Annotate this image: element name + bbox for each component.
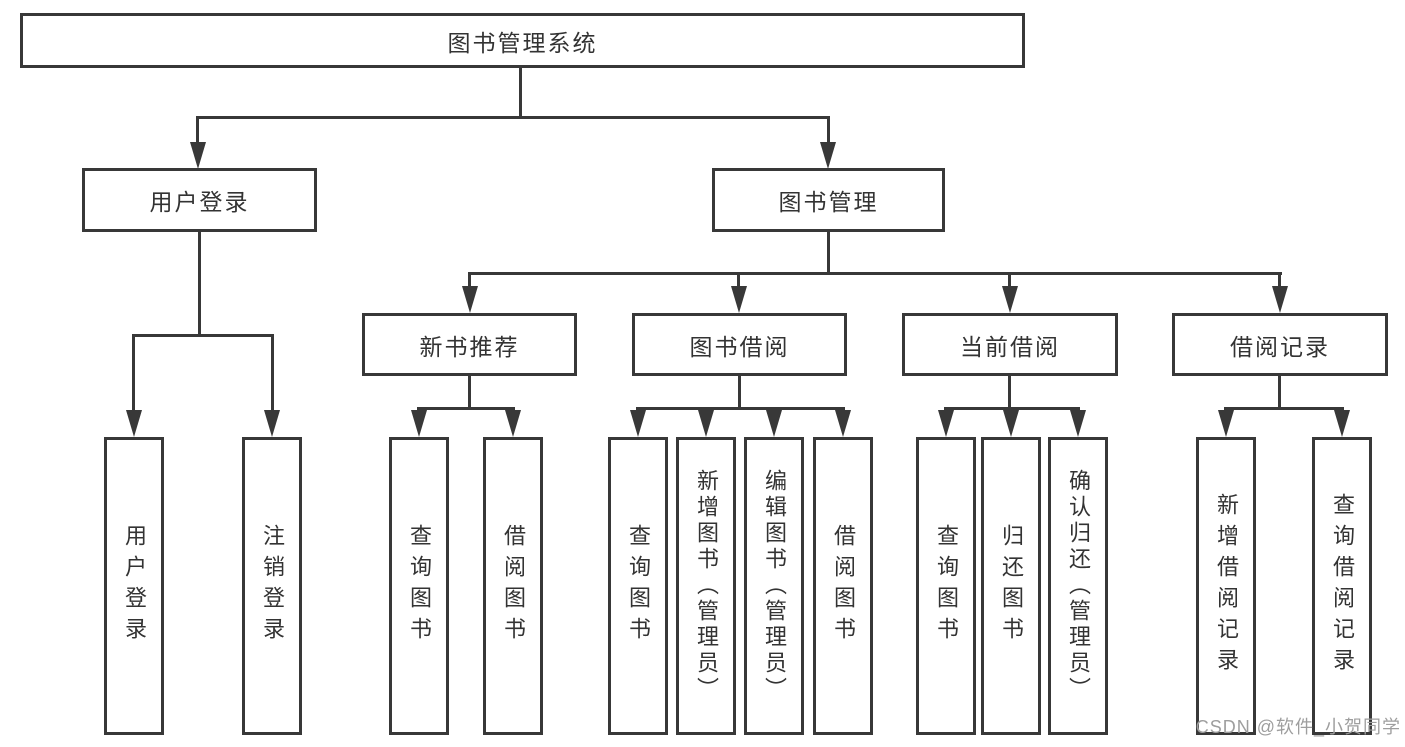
node-borrowing-records: 借阅记录: [1172, 313, 1388, 376]
connector-line: [827, 116, 830, 146]
connector-line: [196, 116, 830, 119]
leaf-edit-books-admin: 编辑图书（管理员）: [744, 437, 804, 735]
leaf-add-books-admin-label: 新增图书（管理员）: [694, 469, 719, 703]
node-book-management: 图书管理: [712, 168, 945, 232]
arrow-down-icon: [411, 410, 427, 437]
connector-line: [196, 116, 199, 146]
node-user-login-label: 用户登录: [149, 189, 250, 215]
leaf-recommend-query-books-label: 查询图书: [407, 524, 432, 648]
leaf-logout: 注销登录: [242, 437, 302, 735]
connector-line: [636, 407, 845, 410]
arrow-down-icon: [835, 410, 851, 437]
node-current-borrowing-label: 当前借阅: [960, 333, 1060, 360]
leaf-confirm-return-admin: 确认归还（管理员）: [1048, 437, 1108, 735]
connector-line: [417, 407, 515, 410]
leaf-confirm-return-admin-label: 确认归还（管理员）: [1066, 469, 1091, 703]
node-user-login: 用户登录: [82, 168, 317, 232]
connector-line: [944, 407, 1080, 410]
node-new-book-recommend: 新书推荐: [362, 313, 577, 376]
connector-line: [468, 272, 471, 288]
arrow-down-icon: [766, 410, 782, 437]
leaf-user-login-label: 用户登录: [122, 524, 147, 648]
arrow-down-icon: [1334, 410, 1350, 437]
connector-line: [468, 376, 471, 409]
connector-line: [132, 334, 135, 414]
connector-line: [468, 272, 1282, 275]
connector-line: [519, 68, 522, 118]
leaf-query-borrow-record: 查询借阅记录: [1312, 437, 1372, 735]
arrow-down-icon: [820, 142, 836, 169]
arrow-down-icon: [462, 286, 478, 313]
leaf-return-books: 归还图书: [981, 437, 1041, 735]
node-current-borrowing: 当前借阅: [902, 313, 1118, 376]
leaf-current-query-books-label: 查询图书: [934, 524, 959, 648]
connector-line: [1008, 376, 1011, 409]
leaf-borrowing-query-books: 查询图书: [608, 437, 668, 735]
arrow-down-icon: [938, 410, 954, 437]
leaf-edit-books-admin-label: 编辑图书（管理员）: [762, 469, 787, 703]
csdn-watermark: CSDN @软件_小贺同学: [1195, 717, 1401, 737]
leaf-return-books-label: 归还图书: [999, 524, 1024, 648]
connector-line: [1224, 407, 1344, 410]
node-borrowing-records-label: 借阅记录: [1230, 333, 1330, 360]
leaf-user-login: 用户登录: [104, 437, 164, 735]
connector-line: [1008, 272, 1011, 288]
leaf-logout-label: 注销登录: [260, 524, 285, 648]
arrow-down-icon: [126, 410, 142, 437]
leaf-recommend-query-books: 查询图书: [389, 437, 449, 735]
leaf-borrowing-query-books-label: 查询图书: [626, 524, 651, 648]
node-library-system-label: 图书管理系统: [447, 29, 598, 56]
leaf-add-borrow-record-label: 新增借阅记录: [1214, 493, 1239, 679]
connector-line: [738, 376, 741, 409]
node-book-borrowing: 图书借阅: [632, 313, 847, 376]
arrow-down-icon: [1272, 286, 1288, 313]
connector-line: [737, 272, 740, 288]
connector-line: [198, 232, 201, 336]
arrow-down-icon: [190, 142, 206, 169]
node-new-book-recommend-label: 新书推荐: [419, 333, 520, 360]
leaf-add-books-admin: 新增图书（管理员）: [676, 437, 736, 735]
arrow-down-icon: [1002, 286, 1018, 313]
connector-line: [827, 232, 830, 274]
leaf-recommend-borrow-books-label: 借阅图书: [501, 524, 526, 648]
arrow-down-icon: [1003, 410, 1019, 437]
arrow-down-icon: [505, 410, 521, 437]
leaf-add-borrow-record: 新增借阅记录: [1196, 437, 1256, 735]
node-book-borrowing-label: 图书借阅: [689, 333, 790, 360]
arrow-down-icon: [698, 410, 714, 437]
arrow-down-icon: [630, 410, 646, 437]
arrow-down-icon: [1070, 410, 1086, 437]
arrow-down-icon: [264, 410, 280, 437]
leaf-borrowing-borrow-books: 借阅图书: [813, 437, 873, 735]
leaf-borrowing-borrow-books-label: 借阅图书: [831, 524, 856, 648]
node-book-management-label: 图书管理: [778, 189, 879, 215]
node-library-system: 图书管理系统: [20, 13, 1025, 68]
leaf-query-borrow-record-label: 查询借阅记录: [1330, 493, 1355, 679]
connector-line: [132, 334, 274, 337]
connector-line: [271, 334, 274, 414]
arrow-down-icon: [731, 286, 747, 313]
leaf-current-query-books: 查询图书: [916, 437, 976, 735]
arrow-down-icon: [1218, 410, 1234, 437]
leaf-recommend-borrow-books: 借阅图书: [483, 437, 543, 735]
connector-line: [1278, 376, 1281, 409]
connector-line: [1278, 272, 1281, 288]
